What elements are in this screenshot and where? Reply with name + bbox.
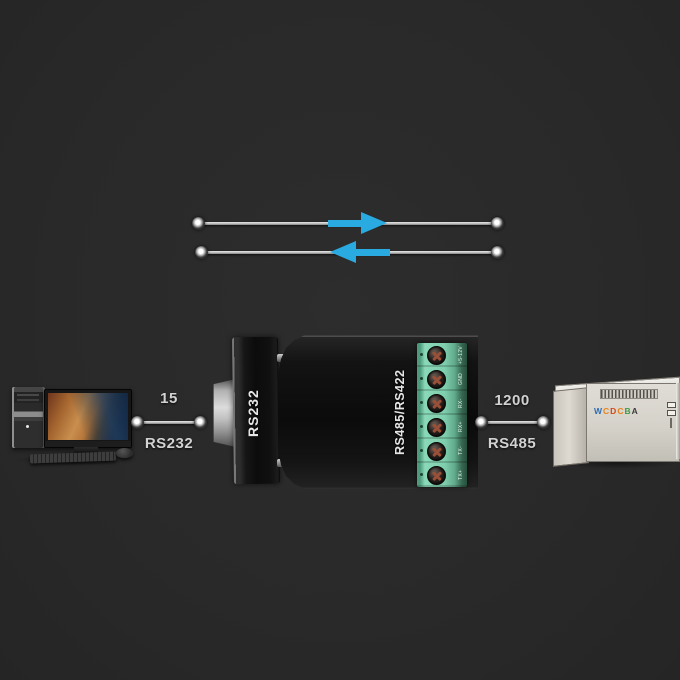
terminal-screw-icon	[427, 394, 446, 413]
arrow-right-icon	[328, 212, 388, 234]
industrial-computer: W C D C B A	[553, 371, 680, 469]
front-ports	[667, 402, 676, 428]
terminal-row: +5-12V	[417, 343, 467, 367]
terminal-screw-icon	[427, 466, 446, 485]
right-distance-label: 1200	[494, 392, 530, 409]
device-front-face: W C D C B A	[586, 383, 680, 462]
right-link-wire	[481, 421, 543, 424]
logo-letter: D	[610, 406, 617, 416]
wire-endpoint	[195, 246, 208, 259]
pin-label: TX-	[458, 446, 464, 456]
computer-monitor	[44, 389, 132, 448]
vent-grille-icon	[600, 389, 658, 399]
pin-label: RX+	[458, 421, 464, 433]
logo-letter: A	[631, 406, 638, 416]
wire-endpoint	[475, 416, 488, 429]
terminal-screw-icon	[427, 418, 446, 437]
terminal-row: TX+	[417, 463, 467, 487]
pin-label: TX+	[458, 469, 464, 481]
terminal-screw-icon	[427, 442, 446, 461]
wire-endpoint	[491, 246, 504, 259]
port-icon	[667, 410, 676, 416]
slot-icon	[670, 418, 672, 428]
terminal-block: +5-12V GND RX- RX+ TX-	[417, 343, 467, 487]
port-icon	[667, 402, 676, 408]
terminal-row: GND	[417, 367, 467, 391]
power-led-icon	[26, 425, 29, 428]
logo-letter: W	[594, 406, 603, 416]
computer-tower	[12, 387, 45, 448]
mouse	[116, 448, 133, 458]
left-protocol-label: RS232	[144, 435, 194, 452]
pin-label: +5-12V	[458, 345, 464, 365]
terminal-screw-icon	[427, 346, 446, 365]
wire-endpoint	[537, 416, 550, 429]
pin-label: RX-	[458, 398, 464, 408]
brand-logo: W C D C B A	[594, 406, 638, 416]
monitor-stand	[74, 447, 98, 454]
logo-letter: C	[603, 406, 610, 416]
right-protocol-label: RS485	[487, 435, 537, 452]
adapter-front-label: RS232	[245, 389, 261, 437]
terminal-row: RX+	[417, 415, 467, 439]
terminal-row: TX-	[417, 439, 467, 463]
terminal-screw-icon	[427, 370, 446, 389]
wire-endpoint	[491, 217, 504, 230]
pin-label: GND	[458, 373, 464, 386]
adapter-rear-label: RS485/RS422	[393, 369, 407, 455]
wire-endpoint	[192, 217, 205, 230]
wire-endpoint	[194, 416, 207, 429]
logo-letter: B	[624, 406, 631, 416]
device-side-face	[553, 387, 589, 467]
left-link-wire	[137, 421, 201, 424]
arrow-left-icon	[330, 241, 390, 263]
logo-letter: C	[617, 406, 624, 416]
wire-endpoint	[131, 416, 144, 429]
monitor-screen	[48, 393, 128, 440]
left-distance-label: 15	[160, 390, 178, 407]
terminal-row: RX-	[417, 391, 467, 415]
device-handle	[676, 383, 680, 459]
